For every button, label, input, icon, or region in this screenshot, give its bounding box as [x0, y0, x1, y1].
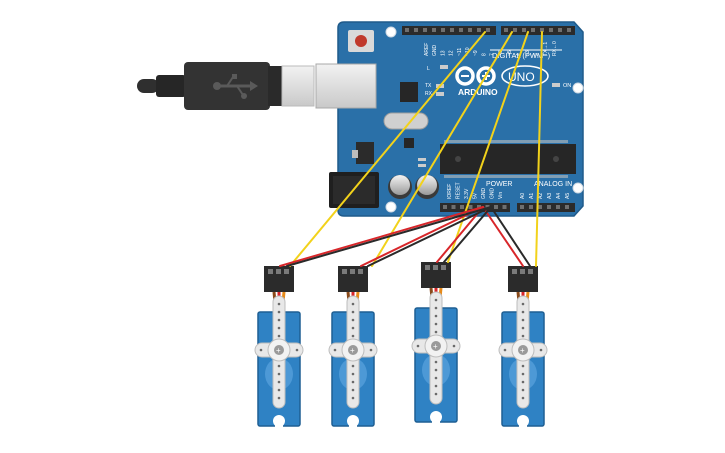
power-wire-3: [436, 206, 484, 263]
power-analog-header: [440, 203, 575, 212]
analog-pin-label-3: A3: [547, 193, 553, 199]
capacitor-2: [415, 175, 439, 199]
ground-wire-3: [443, 206, 492, 263]
digital-pin-label-12: ~3: [525, 50, 531, 56]
servo-screw-icon: +: [276, 346, 281, 355]
servo-connector: [421, 262, 451, 288]
digital-pin-label-13: 2: [534, 53, 540, 56]
power-pin-label-6: Vin: [498, 192, 504, 199]
wires: [279, 31, 543, 267]
digital-label: DIGITAL (PWM~): [492, 51, 551, 60]
ground-wire-2: [367, 206, 492, 267]
digital-pin-label-14: TX→1: [543, 42, 549, 56]
usb-icon: [213, 74, 258, 99]
servo-horn[interactable]: +: [498, 295, 548, 409]
power-pin-label-4: GND: [481, 188, 487, 200]
voltage-regulator: [352, 142, 374, 164]
digital-pin-label-7: 8: [481, 53, 487, 56]
servo-screw-icon: +: [350, 346, 355, 355]
digital-pin-label-0: AREF: [424, 43, 430, 56]
digital-pin-label-10: ~5: [507, 50, 513, 56]
servo-2: +: [328, 266, 378, 427]
ground-wire-4: [490, 206, 531, 267]
servo-screw-icon: +: [520, 346, 525, 355]
power-label: POWER: [486, 181, 512, 188]
crystal-oscillator: [383, 112, 429, 130]
servo-connector: [264, 266, 294, 292]
usb-cable: [137, 62, 315, 110]
digital-pin-label-11: 4: [516, 53, 522, 56]
analog-pin-label-1: A1: [529, 193, 535, 199]
servo-connector: [508, 266, 538, 292]
ground-wire-1: [286, 206, 492, 267]
ground-wires: [286, 206, 531, 267]
analog-pin-label-0: A0: [520, 193, 526, 199]
signal-wire-4: [535, 31, 543, 267]
power-wire-4: [482, 206, 524, 267]
servo-3: +: [411, 262, 461, 423]
brand-text: ARDUINO: [458, 87, 498, 97]
mounting-holes: [385, 26, 584, 213]
digital-pin-label-15: RX←0: [552, 41, 558, 56]
power-pin-label-1: RESET: [456, 182, 462, 199]
digital-pin-label-4: ~11: [457, 48, 463, 56]
power-pin-label-0: IOREF: [447, 184, 453, 199]
digital-pin-label-8: 7: [490, 53, 496, 56]
servo-1: +: [254, 266, 304, 427]
arduino-logo: ARDUINO UNO: [455, 65, 549, 97]
analog-pin-label-5: A5: [565, 193, 571, 199]
model-text: UNO: [508, 70, 535, 84]
analog-label: ANALOG IN: [534, 181, 572, 188]
digital-pin-label-3: 12: [449, 50, 455, 56]
power-pin-label-3: 5V: [473, 192, 479, 199]
servo-4: +: [498, 266, 548, 427]
capacitor-1: [388, 175, 412, 199]
analog-pin-label-4: A4: [556, 193, 562, 199]
power-wires: [279, 206, 524, 267]
signal-wire-2: [371, 31, 513, 267]
on-led-label: ON: [563, 83, 571, 89]
digital-header: [402, 26, 575, 35]
servo-horn[interactable]: +: [411, 291, 461, 405]
signal-wires: [289, 31, 543, 267]
reset-button[interactable]: [348, 30, 374, 52]
tx-led-label: TX: [425, 83, 432, 89]
servo-connector: [338, 266, 368, 292]
power-wire-2: [360, 206, 484, 267]
l-led-label: L: [427, 66, 430, 72]
digital-pin-label-6: ~9: [473, 50, 479, 56]
servo-horn[interactable]: +: [328, 295, 378, 409]
power-pin-label-5: GND: [490, 188, 496, 200]
servo-horn[interactable]: +: [254, 295, 304, 409]
servo-screw-icon: +: [433, 342, 438, 351]
usb-jack: [315, 63, 377, 109]
signal-wire-3: [447, 31, 529, 263]
rx-led-label: RX: [425, 91, 433, 97]
digital-pin-label-2: 13: [440, 50, 446, 56]
small-chip: [404, 138, 414, 148]
digital-pin-label-9: ~6: [498, 50, 504, 56]
digital-pin-label-1: GND: [432, 45, 438, 57]
analog-pin-label-2: A2: [538, 193, 544, 199]
power-wire-1: [279, 206, 484, 267]
power-pin-label-2: 3.3V: [464, 188, 470, 199]
signal-wire-1: [289, 31, 486, 267]
microcontroller-chip: [440, 140, 576, 178]
usb-controller-chip: [400, 82, 418, 102]
